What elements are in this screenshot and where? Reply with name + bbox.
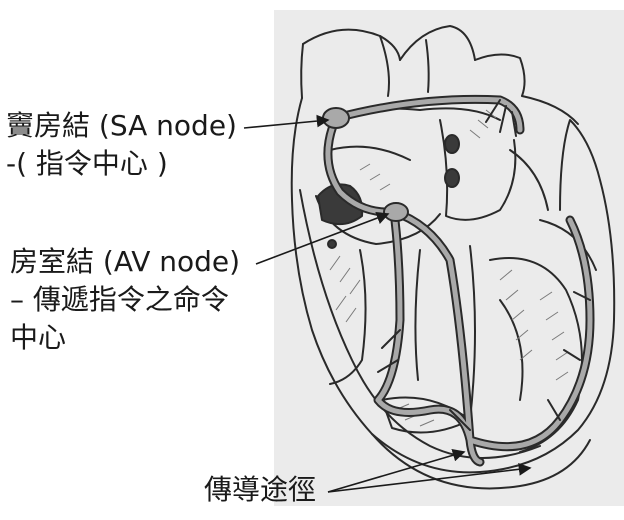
av-node-label: 房室結 (AV node) (10, 244, 240, 280)
sa-node-label: 竇房結 (SA node) (6, 108, 237, 144)
conduction-pathway-label: 傳導途徑 (204, 472, 316, 508)
av-node (384, 203, 408, 221)
sa-node (323, 108, 349, 128)
pulmonary-vein-opening-2 (445, 169, 459, 187)
sa-node-description: -( 指令中心 ) (6, 146, 168, 182)
av-node-description-line2: 中心 (10, 320, 66, 356)
av-node-description-line1: – 傳遞指令之命令 (10, 282, 229, 318)
coronary-sinus (328, 240, 336, 248)
pulmonary-vein-opening-1 (445, 135, 459, 153)
